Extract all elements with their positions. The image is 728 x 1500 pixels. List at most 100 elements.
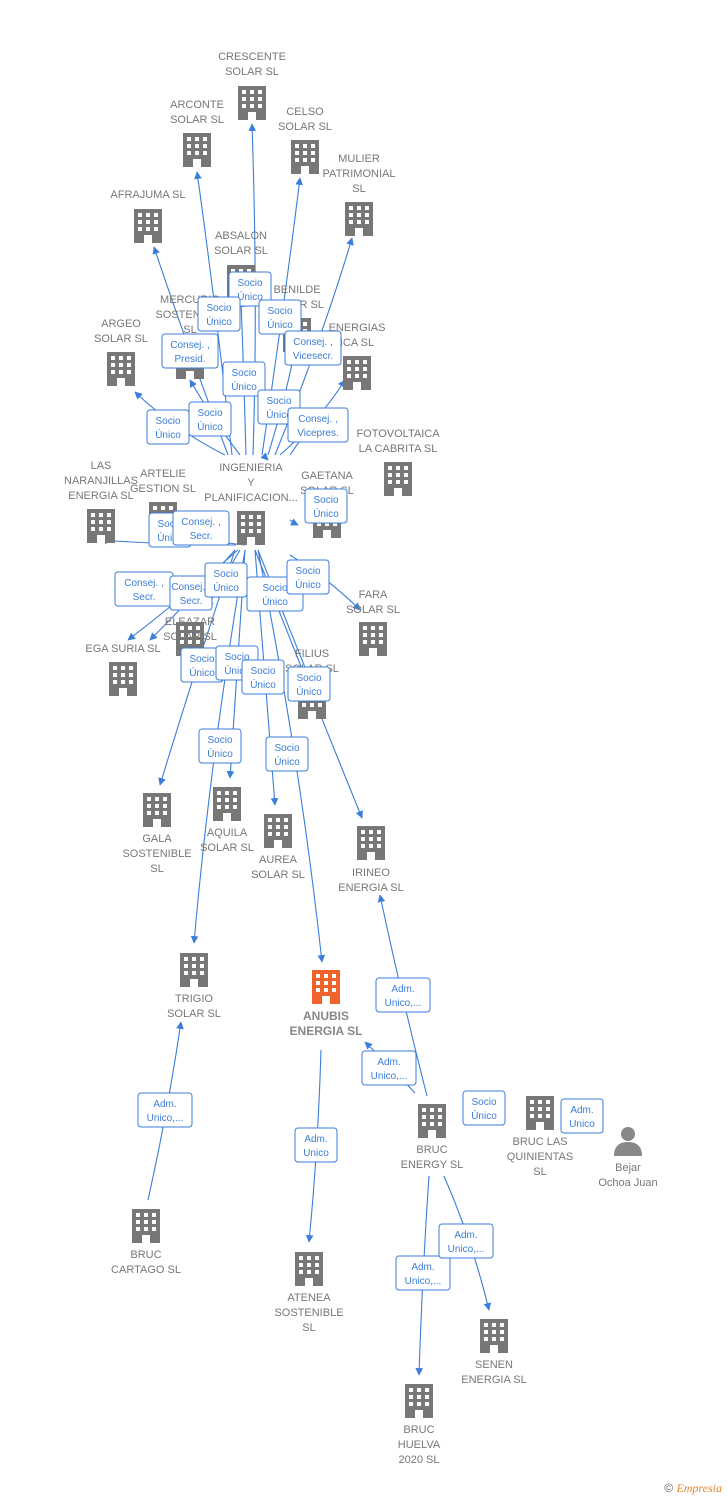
edge-label-text: Único bbox=[295, 578, 321, 591]
edge-role-label[interactable]: Adm.Unico,... bbox=[137, 1092, 193, 1128]
building-icon bbox=[87, 509, 115, 543]
edge-role-label[interactable]: Consej. ,Vicepres. bbox=[287, 407, 349, 443]
edge-role-label[interactable]: Adm.Unico,... bbox=[438, 1223, 494, 1259]
edge-label-box bbox=[258, 299, 302, 335]
node-label: SL bbox=[150, 863, 163, 875]
edge-label-text: Unico,... bbox=[371, 1071, 408, 1082]
building-icon bbox=[357, 826, 385, 860]
edge-role-label[interactable]: Consej. ,Secr. bbox=[169, 575, 213, 611]
edge-role-label[interactable]: Adm.Unico bbox=[294, 1127, 338, 1163]
building-icon bbox=[343, 356, 371, 390]
edge-label-text: Socio bbox=[266, 396, 291, 407]
edge-label-box bbox=[375, 977, 431, 1013]
edge-label-text: Vicepres. bbox=[297, 428, 339, 439]
node-label: SOLAR SL bbox=[278, 121, 332, 133]
edge-label-box bbox=[204, 562, 248, 598]
node-ingenieria[interactable]: INGENIERIAYPLANIFICACION... bbox=[204, 462, 298, 545]
building-icon bbox=[418, 1104, 446, 1138]
node-label: ELEAZAR bbox=[165, 616, 215, 628]
edge-label-text: Socio bbox=[313, 495, 338, 506]
node-bruc-energy[interactable]: BRUC ENERGY SL bbox=[401, 1104, 464, 1171]
edge-label-text: Consej. , bbox=[171, 582, 210, 593]
edge-role-label[interactable]: Adm.Unico,... bbox=[395, 1255, 451, 1291]
edge-label-text: Adm. bbox=[377, 1057, 400, 1068]
edge-role-label[interactable]: Adm.Unico bbox=[560, 1098, 604, 1134]
edge-label-text: Adm. bbox=[153, 1099, 176, 1110]
edge-label-text: Consej. , bbox=[181, 517, 220, 528]
edge-role-label[interactable]: Consej. ,Vicesecr. bbox=[284, 330, 342, 366]
node-afrajuma[interactable]: AFRAJUMA SL bbox=[110, 189, 186, 243]
edge-label-text: Socio bbox=[237, 278, 262, 289]
building-icon bbox=[291, 140, 319, 174]
node-label: BRUC bbox=[416, 1144, 447, 1156]
edge-role-label[interactable]: Consej. ,Secr. bbox=[114, 571, 174, 607]
edge-role-label[interactable]: Adm. Unico,... bbox=[361, 1050, 417, 1086]
node-label: SOLAR SL bbox=[170, 114, 224, 126]
edge-label-text: Único bbox=[207, 747, 233, 760]
edge-label-box bbox=[146, 409, 190, 445]
node-egasuria[interactable]: EGA SURIA SL bbox=[85, 643, 161, 696]
node-label: AQUILA bbox=[207, 827, 248, 839]
edge-label-text: Único bbox=[250, 678, 276, 691]
edge-role-label[interactable]: Adm.Unico,... bbox=[375, 977, 431, 1013]
edge-label-text: Socio bbox=[262, 583, 287, 594]
node-label: ENERGIA SL bbox=[461, 1374, 526, 1386]
node-label: SOLAR SL bbox=[167, 1008, 221, 1020]
edge-label-text: Único bbox=[262, 595, 288, 608]
building-icon bbox=[312, 970, 340, 1004]
edge-role-label[interactable]: Consej. ,Presid. bbox=[161, 333, 219, 369]
edge-label-box bbox=[137, 1092, 193, 1128]
relationship-edge bbox=[260, 452, 269, 461]
edge-label-box bbox=[198, 728, 242, 764]
node-label: FILIUS bbox=[295, 648, 329, 660]
node-label: BRUC LAS bbox=[512, 1136, 567, 1148]
edge-label-text: Socio bbox=[155, 416, 180, 427]
node-label: IRINEO bbox=[352, 867, 390, 879]
edge-role-label[interactable]: Consej. ,Secr. bbox=[172, 510, 230, 546]
node-label: ENERGY SL bbox=[401, 1159, 464, 1171]
node-label: LAS bbox=[91, 460, 112, 472]
edge-label-text: Único bbox=[206, 315, 232, 328]
edge-label-box bbox=[172, 510, 230, 546]
building-icon bbox=[526, 1096, 554, 1130]
edge-label-text: Adm. bbox=[411, 1262, 434, 1273]
